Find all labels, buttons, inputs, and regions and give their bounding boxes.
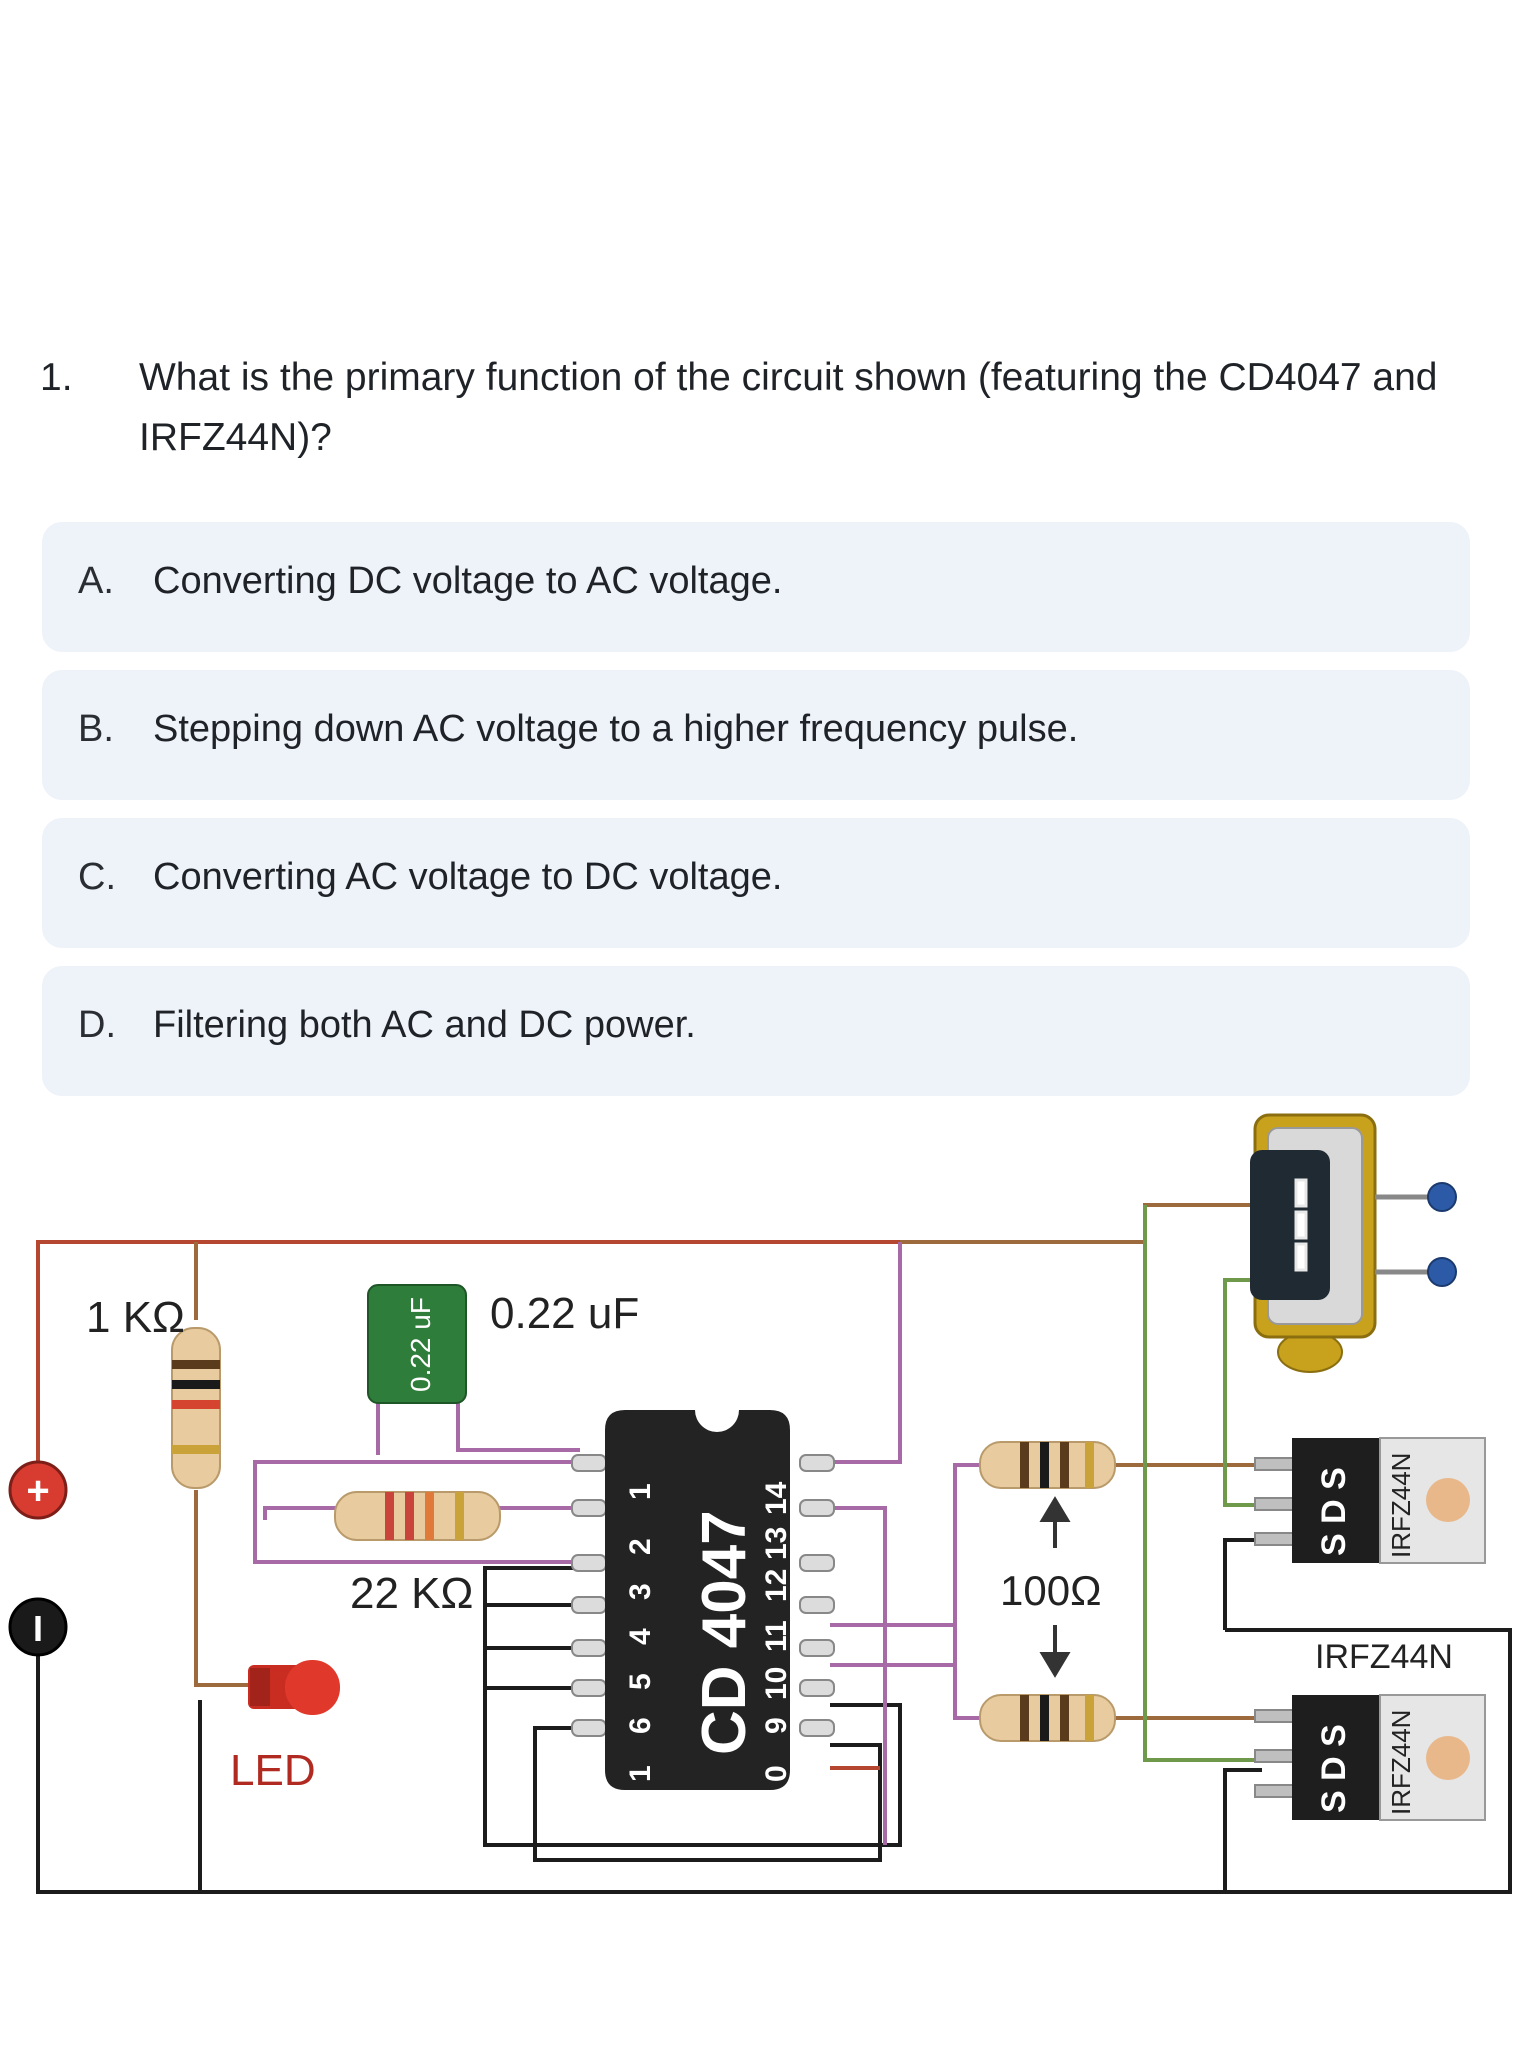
option-text: Filtering both AC and DC power.	[153, 1004, 696, 1046]
resistor-22k	[334, 1491, 501, 1541]
wire-negative-rail	[36, 1628, 1512, 1894]
mosfet-bottom-pins: S D S	[1315, 1724, 1353, 1813]
option-letter: B.	[78, 708, 114, 750]
ic-right-pin-labels: 0 9 10 11 12 13 14	[760, 1481, 793, 1782]
wire-ic-ground-2	[485, 1603, 580, 1690]
wire-ic-right-2	[830, 1506, 887, 1845]
wire-mosfet-ground-bottom	[1223, 1768, 1262, 1892]
wire-resistor-led	[194, 1490, 250, 1687]
option-text: Converting AC voltage to DC voltage.	[153, 856, 783, 898]
wire-mosfet-ground-top	[1223, 1538, 1262, 1630]
wire-ic-q	[830, 1463, 985, 1667]
option-a[interactable]: A. Converting DC voltage to AC voltage.	[42, 522, 1470, 652]
capacitor-label: 0.22 uF	[490, 1289, 639, 1338]
ic-pin-label: 12	[760, 1569, 793, 1602]
ic-pin-label: 3	[624, 1583, 657, 1600]
option-letter: D.	[78, 1004, 116, 1046]
option-letter: A.	[78, 560, 114, 602]
ic-label: CD 4047	[690, 1510, 759, 1755]
mosfet-bottom	[1254, 1694, 1486, 1821]
ic-pin-label: 1	[624, 1765, 657, 1782]
negative-terminal: I	[8, 1597, 68, 1657]
wire-top-rail	[900, 1203, 1265, 1244]
resistor-22k-label: 22 KΩ	[350, 1569, 473, 1618]
arrow-up-icon	[1039, 1496, 1071, 1548]
capacitor-body-label: 0.22 uF	[405, 1297, 436, 1392]
led-label: LED	[230, 1746, 316, 1795]
option-c[interactable]: C. Converting AC voltage to DC voltage.	[42, 818, 1470, 948]
positive-symbol: +	[26, 1469, 49, 1513]
ic-left-pin-labels: 1 6 5 4 3 2 1	[624, 1483, 657, 1782]
arrow-down-icon	[1039, 1625, 1071, 1678]
question-text: What is the primary function of the circ…	[139, 356, 1438, 459]
mosfet-top-label: IRFZ44N	[1386, 1453, 1416, 1558]
option-d[interactable]: D. Filtering both AC and DC power.	[42, 966, 1470, 1096]
question-number: 1.	[40, 356, 73, 399]
option-b[interactable]: B. Stepping down AC voltage to a higher …	[42, 670, 1470, 800]
capacitor: 0.22 uF	[367, 1284, 467, 1404]
resistor-1k	[171, 1327, 221, 1489]
mosfet-top	[1254, 1437, 1486, 1564]
circuit-diagram: + I 1 KΩ LED 0.22 uF 0.22 uF 22 KΩ	[8, 1113, 1512, 1894]
resistor-100-bottom	[979, 1694, 1116, 1742]
wire-ic-ground-3	[533, 1726, 882, 1862]
transformer	[1250, 1113, 1457, 1373]
resistor-100-label: 100Ω	[1000, 1567, 1101, 1614]
wires	[36, 1203, 1512, 1894]
ic-pin-label: 13	[760, 1527, 793, 1560]
option-letter: C.	[78, 856, 116, 898]
wire-timing-outer	[253, 1460, 580, 1564]
ic-pin-label: 11	[760, 1620, 793, 1652]
mosfet-top-pins: S D S	[1315, 1467, 1353, 1556]
ic-pin-label: 6	[624, 1717, 657, 1734]
ic-pin-label: 5	[624, 1673, 657, 1690]
resistor-100-top	[979, 1441, 1116, 1489]
negative-symbol: I	[33, 1608, 43, 1649]
ic-pin-label: 0	[760, 1765, 793, 1782]
ic-pin-label: 14	[760, 1481, 793, 1515]
mosfet-caption: IRFZ44N	[1315, 1638, 1453, 1676]
wire-ic-vdd	[830, 1242, 902, 1464]
wire-ic-ground	[483, 1566, 902, 1847]
mosfet-bottom-label: IRFZ44N	[1386, 1710, 1416, 1815]
ic-pin-label: 2	[624, 1538, 657, 1555]
wire-positive-rail	[36, 1240, 900, 1500]
ic-pin-label: 1	[624, 1483, 657, 1500]
ic-pin-label: 4	[624, 1628, 657, 1645]
ic-pin-label: 9	[760, 1717, 793, 1734]
option-text: Converting DC voltage to AC voltage.	[153, 560, 783, 602]
wire-ic-qbar	[830, 1623, 985, 1720]
option-text: Stepping down AC voltage to a higher fre…	[153, 708, 1079, 750]
positive-terminal: +	[8, 1460, 68, 1520]
wire-cap-right	[456, 1320, 580, 1452]
wire-drain-top	[1223, 1278, 1265, 1507]
led	[248, 1660, 340, 1715]
ic-pin-label: 10	[760, 1667, 793, 1700]
ic-cd4047	[571, 1410, 835, 1790]
resistor-1k-label: 1 KΩ	[86, 1293, 185, 1342]
wire-drain-bottom	[1143, 1205, 1262, 1762]
